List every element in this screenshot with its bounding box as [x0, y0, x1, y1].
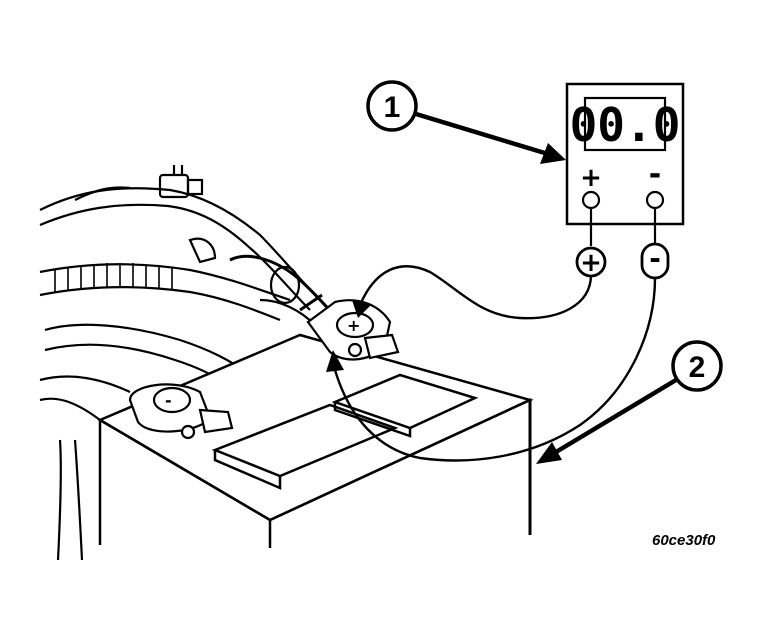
battery [97, 333, 534, 548]
positive-lead-symbol: + [580, 248, 602, 278]
voltmeter-display [583, 96, 667, 152]
battery-front [98, 418, 272, 548]
callout-1-number: 1 [384, 91, 401, 124]
positive-terminal-symbol: + [347, 316, 360, 335]
figure-code: 60ce30f0 [652, 532, 716, 549]
meter-positive-jack [581, 190, 601, 210]
wiring-harness [39, 165, 341, 561]
positive-test-lead: + [352, 246, 607, 320]
callout-2-number: 2 [689, 351, 706, 384]
cell-cap-front [211, 403, 399, 478]
negative-terminal-symbol: - [165, 391, 172, 410]
voltmeter: 00.0 + - [565, 82, 685, 246]
meter-negative-label: - [649, 157, 661, 192]
negative-battery-terminal: - [128, 383, 234, 440]
cell-cap-rear [331, 373, 479, 430]
negative-test-lead: - [326, 242, 670, 462]
callout-1: 1 [366, 80, 566, 164]
voltmeter-reading: 00.0 [570, 98, 681, 152]
positive-battery-terminal: + [299, 293, 400, 361]
meter-positive-label: + [580, 163, 602, 193]
meter-negative-jack [645, 190, 665, 210]
negative-lead-symbol: - [649, 242, 661, 275]
callout-2: 2 [536, 340, 723, 464]
